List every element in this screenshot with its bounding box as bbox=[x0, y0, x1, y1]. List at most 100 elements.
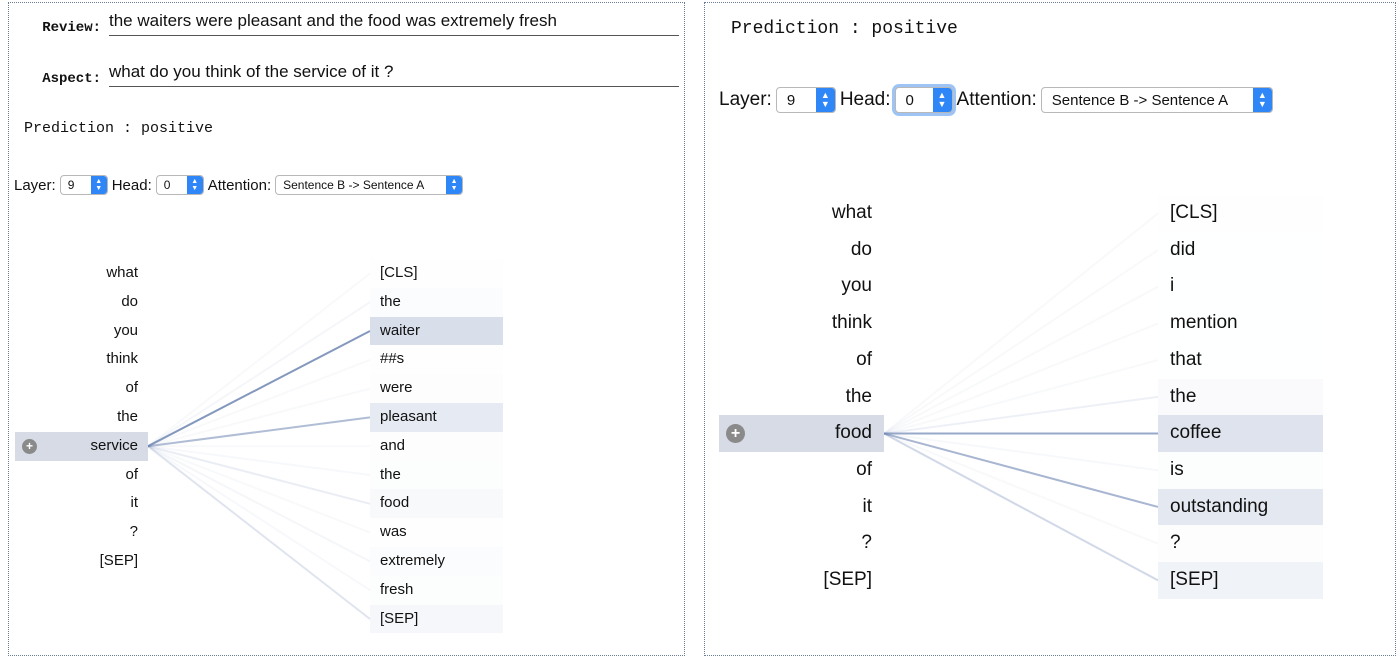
head-label: Head: bbox=[111, 176, 152, 194]
attention-label: Attention: bbox=[956, 89, 1037, 110]
review-input[interactable] bbox=[109, 11, 679, 36]
token-a[interactable]: do bbox=[121, 292, 138, 310]
layer-label: Layer: bbox=[14, 176, 56, 194]
token-a[interactable]: of bbox=[856, 348, 872, 370]
token-b[interactable]: ##s bbox=[380, 350, 405, 368]
attention-select[interactable]: Sentence B -> Sentence A ▲▼ bbox=[1040, 87, 1273, 113]
token-b[interactable]: the bbox=[370, 460, 503, 490]
token-a[interactable]: what bbox=[106, 264, 138, 281]
left-visualization-panel: Review: Aspect: Prediction : positive La… bbox=[8, 2, 685, 656]
token-a[interactable]: it bbox=[862, 495, 873, 517]
attention-line bbox=[883, 432, 1159, 472]
attention-line bbox=[883, 432, 1159, 545]
token-a[interactable]: think bbox=[831, 312, 872, 334]
token-b[interactable]: extremely bbox=[370, 547, 503, 576]
attention-line bbox=[147, 445, 371, 620]
attention-line bbox=[883, 359, 1159, 435]
select-arrows-icon: ▲▼ bbox=[90, 176, 107, 194]
token-b[interactable]: were bbox=[370, 374, 503, 403]
attention-line bbox=[147, 272, 371, 447]
attention-line bbox=[883, 249, 1159, 435]
review-row: Review: bbox=[9, 11, 679, 36]
head-label: Head: bbox=[839, 89, 891, 110]
token-a[interactable]: the bbox=[845, 385, 872, 407]
select-arrows-icon: ▲▼ bbox=[932, 88, 952, 112]
token-b[interactable]: is bbox=[1158, 451, 1323, 489]
attention-line bbox=[147, 301, 371, 448]
controls-bar: Layer: 9 ▲▼ Head: 0 ▲▼ Attention: Senten… bbox=[719, 87, 1277, 113]
expand-plus-icon[interactable]: + bbox=[22, 438, 37, 454]
token-a[interactable]: [SEP] bbox=[99, 552, 138, 569]
select-arrows-icon: ▲▼ bbox=[186, 176, 203, 194]
token-b[interactable]: outstanding bbox=[1158, 488, 1323, 526]
expand-plus-icon[interactable]: + bbox=[726, 424, 745, 444]
attention-line bbox=[883, 395, 1159, 435]
attention-line bbox=[147, 416, 371, 448]
token-b[interactable]: pleasant bbox=[370, 403, 503, 432]
attention-line bbox=[147, 445, 371, 476]
head-value: 0 bbox=[905, 91, 914, 109]
token-a[interactable]: think bbox=[106, 350, 138, 368]
token-b[interactable]: the bbox=[370, 287, 503, 317]
attention-value: Sentence B -> Sentence A bbox=[283, 178, 425, 192]
token-b[interactable]: [CLS] bbox=[1170, 202, 1218, 223]
attention-line bbox=[147, 358, 371, 448]
token-a[interactable]: ? bbox=[129, 523, 138, 541]
attention-line bbox=[147, 387, 371, 448]
attention-line bbox=[883, 432, 1159, 508]
review-label: Review: bbox=[42, 20, 101, 36]
token-b[interactable]: [CLS] bbox=[380, 264, 418, 281]
token-b[interactable]: did bbox=[1170, 238, 1196, 260]
token-a[interactable]: ? bbox=[861, 532, 872, 554]
token-a[interactable]: it bbox=[130, 494, 139, 512]
token-a[interactable]: what bbox=[831, 202, 872, 223]
token-a[interactable]: of bbox=[856, 458, 872, 480]
head-select[interactable]: 0 ▲▼ bbox=[155, 175, 204, 195]
attention-line bbox=[147, 445, 371, 505]
token-b[interactable]: that bbox=[1170, 348, 1202, 370]
token-b[interactable]: waiter bbox=[370, 316, 503, 346]
layer-value: 9 bbox=[67, 178, 75, 192]
token-b[interactable]: mention bbox=[1170, 312, 1238, 334]
token-a[interactable]: you bbox=[113, 321, 138, 339]
attention-line bbox=[883, 212, 1159, 435]
attention-line bbox=[147, 445, 371, 563]
token-b[interactable]: fresh bbox=[370, 575, 503, 605]
token-b[interactable]: i bbox=[1170, 275, 1175, 297]
token-b[interactable]: coffee bbox=[1158, 415, 1323, 452]
token-b[interactable]: was bbox=[380, 523, 407, 541]
attention-line bbox=[147, 330, 371, 448]
select-arrows-icon: ▲▼ bbox=[815, 88, 835, 112]
token-b[interactable]: food bbox=[370, 489, 503, 519]
token-b[interactable]: [SEP] bbox=[370, 604, 503, 634]
attention-label: Attention: bbox=[207, 176, 272, 194]
layer-value: 9 bbox=[786, 91, 796, 109]
layer-select[interactable]: 9 ▲▼ bbox=[59, 175, 108, 195]
token-a[interactable]: do bbox=[850, 238, 872, 260]
attention-select[interactable]: Sentence B -> Sentence A ▲▼ bbox=[275, 175, 464, 195]
attention-value: Sentence B -> Sentence A bbox=[1051, 91, 1229, 109]
token-a[interactable]: you bbox=[841, 275, 872, 297]
token-b[interactable]: the bbox=[1158, 378, 1323, 416]
select-arrows-icon: ▲▼ bbox=[446, 176, 463, 194]
token-a[interactable]: the bbox=[117, 408, 138, 425]
aspect-label: Aspect: bbox=[42, 71, 101, 87]
aspect-input[interactable] bbox=[109, 62, 679, 87]
token-a[interactable]: food bbox=[719, 415, 884, 452]
head-select[interactable]: 0 ▲▼ bbox=[894, 87, 953, 113]
attention-line bbox=[147, 445, 371, 592]
token-a[interactable]: service bbox=[15, 431, 148, 461]
token-a[interactable]: [SEP] bbox=[823, 569, 872, 590]
head-value: 0 bbox=[163, 178, 171, 192]
token-a[interactable]: of bbox=[125, 379, 138, 397]
right-visualization-panel: Prediction : positive Layer: 9 ▲▼ Head: … bbox=[704, 2, 1396, 656]
layer-select[interactable]: 9 ▲▼ bbox=[775, 87, 836, 113]
token-a[interactable]: of bbox=[125, 465, 138, 483]
token-b[interactable]: and bbox=[370, 432, 503, 461]
attention-line bbox=[883, 285, 1159, 435]
attention-line bbox=[147, 445, 371, 534]
attention-line bbox=[883, 432, 1159, 582]
token-b[interactable]: ? bbox=[1158, 525, 1323, 562]
token-b[interactable]: [SEP] bbox=[1158, 562, 1323, 599]
prediction-text: Prediction : positive bbox=[24, 120, 214, 137]
